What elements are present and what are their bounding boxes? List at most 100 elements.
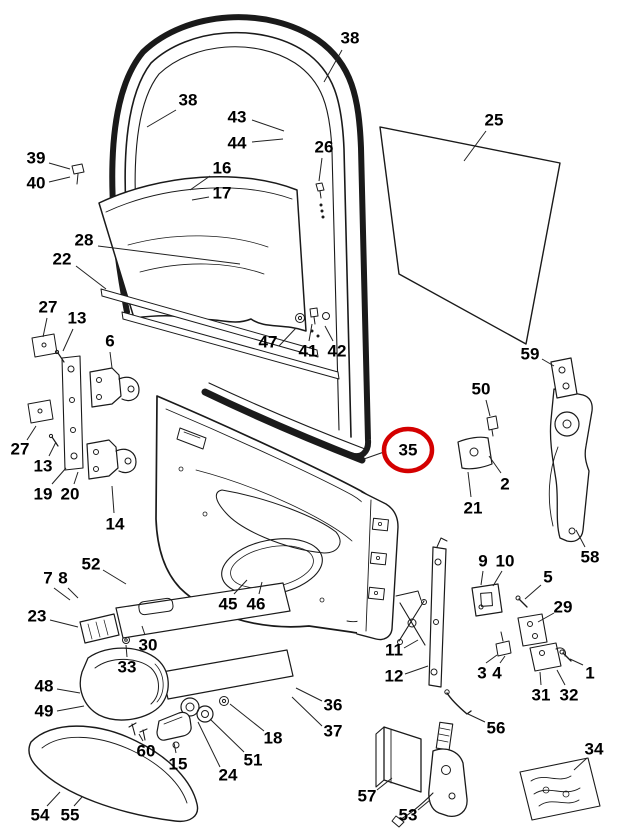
part-label-1[interactable]: 1 — [585, 664, 594, 683]
part-label-7[interactable]: 7 — [43, 569, 52, 588]
leader-line-38 — [323, 49, 343, 83]
part-label-4[interactable]: 4 — [492, 664, 502, 683]
part-label-33[interactable]: 33 — [118, 658, 137, 677]
part-label-22[interactable]: 22 — [53, 250, 72, 269]
part-label-54[interactable]: 54 — [31, 806, 50, 825]
part-label-10[interactable]: 10 — [496, 552, 515, 571]
part-label-31[interactable]: 31 — [532, 686, 551, 705]
part-label-42[interactable]: 42 — [328, 342, 347, 361]
part-label-45[interactable]: 45 — [219, 595, 238, 614]
part-label-18[interactable]: 18 — [264, 729, 283, 748]
part-label-28[interactable]: 28 — [75, 231, 94, 250]
part-label-26[interactable]: 26 — [315, 138, 334, 157]
leader-line-4 — [499, 655, 506, 664]
part-label-27-b[interactable]: 27 — [11, 440, 30, 459]
part-label-47[interactable]: 47 — [259, 333, 278, 352]
leader-line-56 — [467, 713, 486, 723]
leader-line-53 — [417, 799, 431, 811]
part-label-27[interactable]: 27 — [39, 298, 58, 317]
part-label-2[interactable]: 2 — [500, 475, 509, 494]
part-label-17[interactable]: 17 — [213, 184, 232, 203]
part-label-46[interactable]: 46 — [247, 595, 266, 614]
part-label-19[interactable]: 19 — [34, 485, 53, 504]
plate-29-drawing — [517, 613, 548, 647]
channel-bracket-drawing — [550, 357, 578, 399]
part-label-30[interactable]: 30 — [139, 636, 158, 655]
part-label-48[interactable]: 48 — [35, 677, 54, 696]
gasket-kit-drawing — [519, 757, 601, 821]
grommets-drawing — [180, 696, 229, 723]
leader-line-23 — [49, 619, 79, 628]
leader-line-30 — [141, 625, 146, 636]
part-label-37[interactable]: 37 — [324, 722, 343, 741]
part-label-38-b[interactable]: 38 — [179, 91, 198, 110]
leader-line-25 — [463, 130, 487, 162]
part-label-13-b[interactable]: 13 — [34, 457, 53, 476]
door-glass-drawing — [98, 175, 307, 332]
part-label-23[interactable]: 23 — [28, 607, 47, 626]
part-label-24[interactable]: 24 — [219, 766, 238, 785]
leader-line-52 — [102, 569, 127, 585]
leader-line-55 — [73, 796, 83, 807]
upper-trim-strip-drawing — [115, 582, 291, 639]
part-label-58[interactable]: 58 — [581, 548, 600, 567]
part-label-55[interactable]: 55 — [61, 806, 80, 825]
part-label-20[interactable]: 20 — [61, 485, 80, 504]
handle-15-drawing — [156, 711, 192, 749]
latch-bracket-drawing — [375, 726, 422, 793]
part-label-6[interactable]: 6 — [105, 332, 114, 351]
part-label-43[interactable]: 43 — [228, 108, 247, 127]
part-label-52[interactable]: 52 — [82, 555, 101, 574]
leader-line-20 — [73, 471, 79, 485]
part-label-53[interactable]: 53 — [399, 806, 418, 825]
belt-molding-drawing — [100, 288, 340, 380]
part-label-36[interactable]: 36 — [324, 696, 343, 715]
leader-line-27-b — [26, 425, 37, 441]
part-label-3[interactable]: 3 — [477, 664, 486, 683]
part-label-29[interactable]: 29 — [554, 598, 573, 617]
part-label-13[interactable]: 13 — [68, 309, 87, 328]
part-label-56[interactable]: 56 — [487, 719, 506, 738]
leader-line-45 — [233, 579, 248, 595]
part-label-49[interactable]: 49 — [35, 702, 54, 721]
part-label-21[interactable]: 21 — [464, 499, 483, 518]
screw-5-drawing — [515, 595, 528, 608]
part-label-5[interactable]: 5 — [543, 568, 552, 587]
part-label-39[interactable]: 39 — [27, 149, 46, 168]
leader-line-36 — [295, 687, 323, 702]
part-label-32[interactable]: 32 — [560, 686, 579, 705]
leader-line-18 — [229, 703, 265, 732]
part-label-25[interactable]: 25 — [485, 111, 504, 130]
window-frame-seal-drawing — [109, 14, 372, 464]
part-label-59[interactable]: 59 — [521, 345, 540, 364]
bracket-31-32-drawing — [529, 642, 572, 672]
part-label-51[interactable]: 51 — [244, 751, 263, 770]
part-label-44[interactable]: 44 — [228, 134, 247, 153]
leader-line-3 — [485, 654, 498, 664]
part-label-8[interactable]: 8 — [58, 569, 67, 588]
door-edge-drawing — [356, 491, 399, 641]
part-label-12[interactable]: 12 — [385, 667, 404, 686]
leader-line-12 — [404, 665, 429, 675]
plate-2-drawing — [457, 436, 493, 470]
part-label-16[interactable]: 16 — [213, 159, 232, 178]
window-regulator-drawing — [548, 388, 593, 543]
part-label-11[interactable]: 11 — [385, 641, 403, 660]
part-label-50[interactable]: 50 — [472, 380, 491, 399]
leader-line-48 — [56, 688, 81, 694]
part-label-14[interactable]: 14 — [106, 515, 125, 534]
part-label-60[interactable]: 60 — [137, 742, 156, 761]
part-label-15[interactable]: 15 — [169, 755, 188, 774]
leader-line-35 — [363, 451, 385, 460]
leader-line-7 — [53, 587, 71, 601]
part-label-40[interactable]: 40 — [27, 174, 46, 193]
part-label-57[interactable]: 57 — [358, 787, 377, 806]
leader-line-42 — [324, 325, 334, 342]
part-label-41[interactable]: 41 — [299, 342, 318, 361]
part-label-9[interactable]: 9 — [478, 552, 487, 571]
leader-line-19 — [51, 467, 67, 485]
part-label-38[interactable]: 38 — [341, 29, 360, 48]
part-label-35[interactable]: 35 — [399, 441, 418, 460]
part-label-34[interactable]: 34 — [585, 740, 604, 759]
